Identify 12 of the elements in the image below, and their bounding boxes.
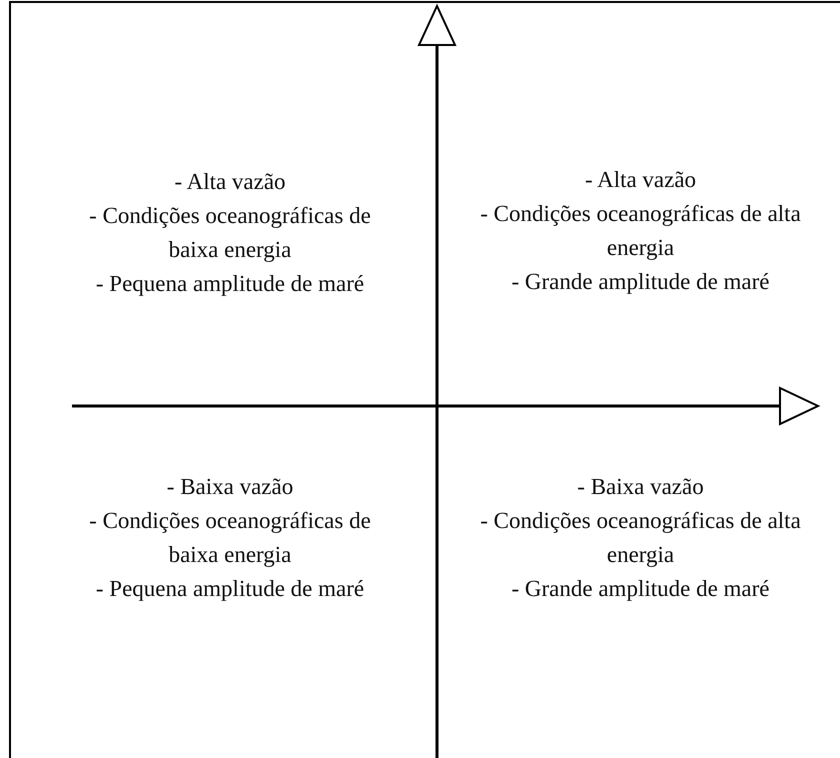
list-item: - Condições oceanográficas de alta energia [479,507,802,569]
list-item: - Condições oceanográficas de baixa energia [88,507,372,569]
list-item: - Condições oceanográficas de baixa energia [88,202,372,264]
list-item: - Grande amplitude de maré [510,268,770,296]
list-item: - Grande amplitude de maré [510,575,770,603]
list-item: - Alta vazão [584,166,696,194]
list-item: - Baixa vazão [166,473,294,501]
list-item: - Alta vazão [174,168,286,196]
list-item: - Condições oceanográficas de alta energia [479,200,802,262]
list-item: - Baixa vazão [577,473,704,501]
list-item: - Pequena amplitude de maré [94,575,366,603]
list-item: - Pequena amplitude de maré [94,270,366,298]
